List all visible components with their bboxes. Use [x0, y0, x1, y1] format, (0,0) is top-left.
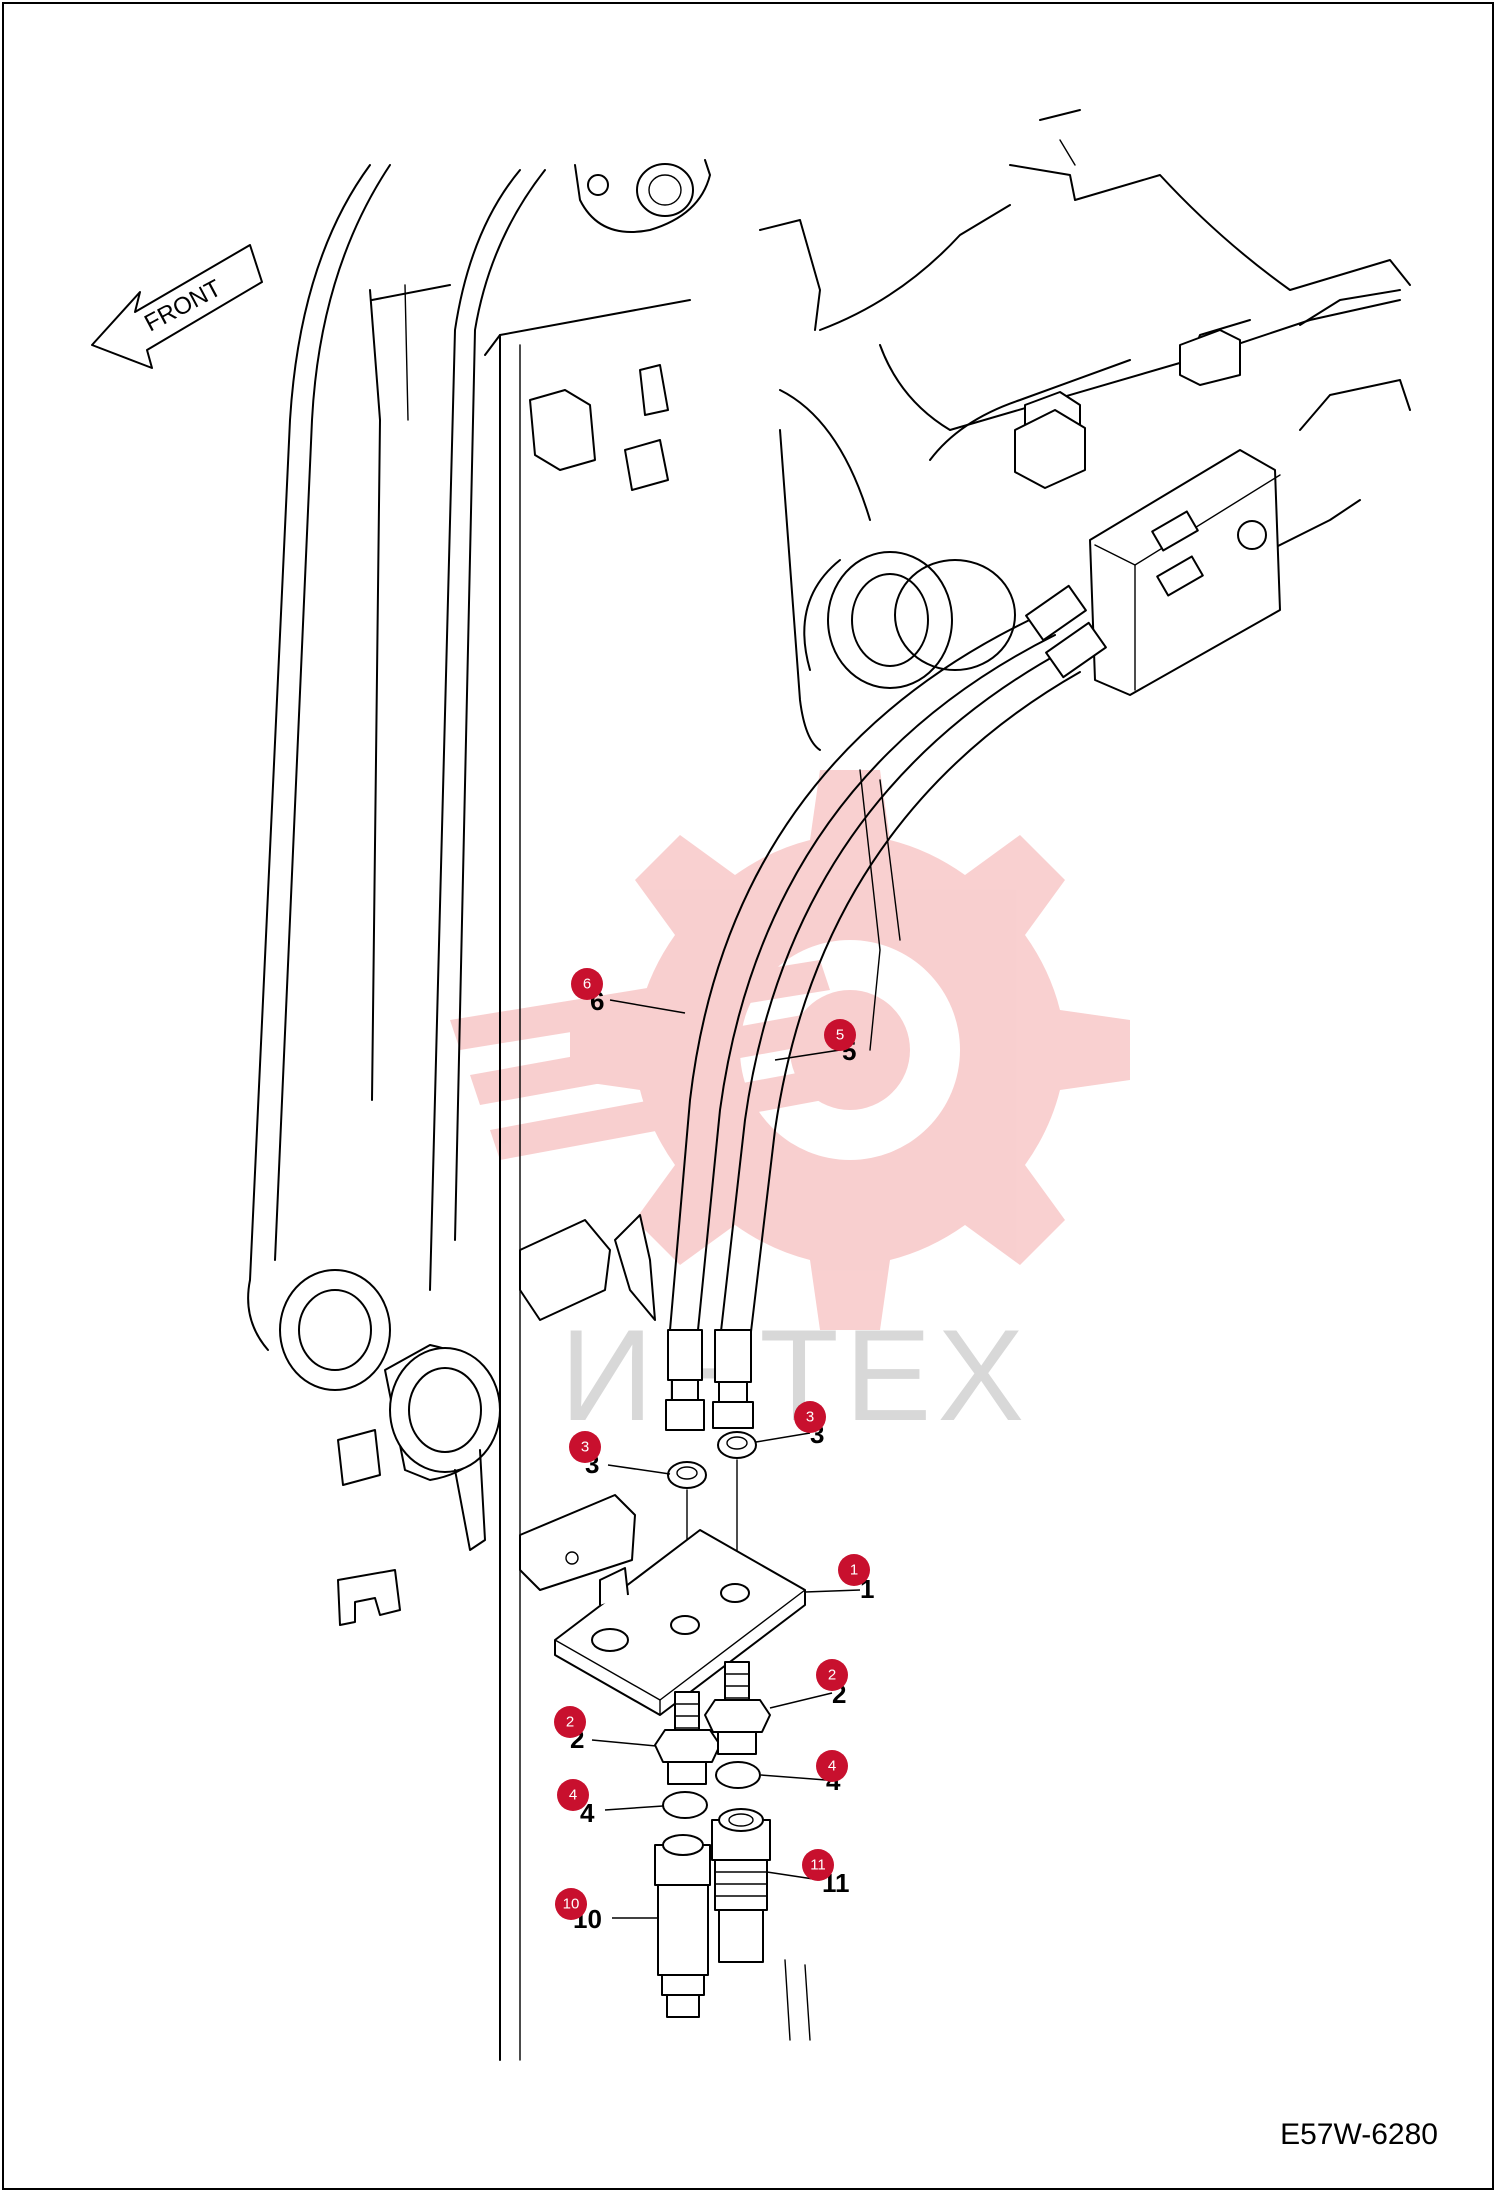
callout-marker-2-left: 2 [566, 1714, 574, 1731]
o-ring-4-left [662, 1791, 708, 1819]
callout-3-right: 3 3 [755, 1401, 826, 1449]
adapter-2-right [704, 1661, 771, 1755]
callout-marker-4-right: 4 [828, 1758, 836, 1775]
callout-marker-2-right: 2 [828, 1667, 836, 1684]
callout-4-right: 4 4 [760, 1750, 848, 1796]
hose-lower-fittings [665, 1329, 754, 1431]
callout-marker-5: 5 [836, 1027, 844, 1044]
adapter-2-left [654, 1691, 721, 1785]
callout-6: 6 6 [571, 968, 686, 1016]
hose-6 [669, 614, 1056, 1331]
callout-2-right: 2 2 [769, 1659, 848, 1709]
callout-2-left: 2 2 [554, 1706, 657, 1754]
drawing-code: E57W-6280 [1280, 2118, 1438, 2151]
arm-outline [759, 109, 1411, 751]
watermark-gear-icon [450, 770, 1130, 1330]
callout-marker-6: 6 [583, 976, 591, 993]
callout-1: 1 1 [804, 1554, 874, 1604]
coupler-10 [654, 1834, 711, 2018]
o-ring-4-right [715, 1761, 761, 1789]
callout-3-left: 3 3 [569, 1431, 671, 1479]
hose-5 [719, 649, 1081, 1341]
mounting-plate-1 [554, 1529, 806, 1716]
callout-marker-11: 11 [810, 1857, 826, 1874]
callout-marker-3-right: 3 [806, 1409, 814, 1426]
boom-outline [247, 159, 711, 2061]
coupler-11 [711, 1808, 771, 1963]
callout-10: 10 10 [555, 1888, 658, 1934]
callout-marker-3-left: 3 [581, 1439, 589, 1456]
front-arrow-icon: FRONT [91, 244, 263, 369]
hose-top-fittings [1025, 584, 1107, 679]
callout-marker-4-left: 4 [569, 1787, 577, 1804]
callout-4-left: 4 4 [557, 1779, 664, 1828]
callout-marker-1: 1 [850, 1562, 858, 1579]
callout-5: 5 5 [774, 1019, 856, 1066]
callout-marker-10: 10 [563, 1896, 580, 1913]
watermark-text: ИНТЕХ [560, 1302, 1030, 1448]
callout-11: 11 11 [766, 1849, 850, 1898]
